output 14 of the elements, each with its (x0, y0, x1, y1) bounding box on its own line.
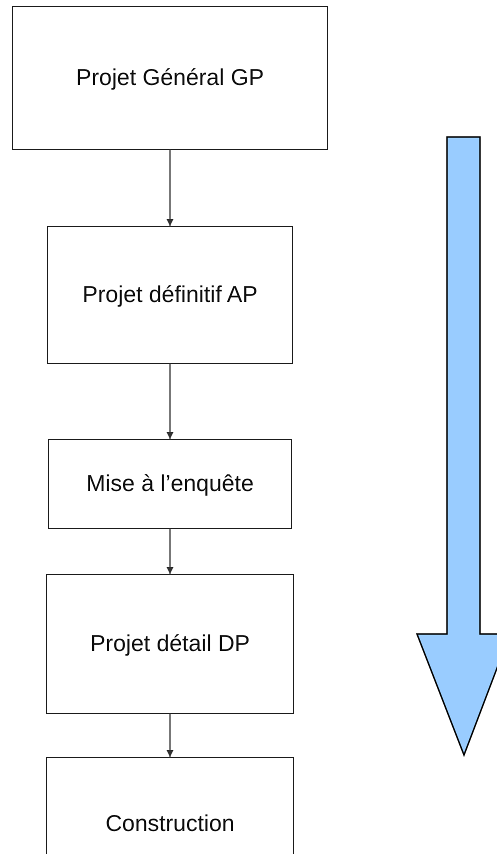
arrow (166, 150, 174, 226)
arrow (166, 529, 174, 574)
process-box (48, 439, 292, 529)
arrow (166, 364, 174, 439)
process-box (46, 757, 294, 854)
process-box (12, 6, 328, 150)
process-box (47, 226, 293, 364)
box-label: Mise à l’enquête (85, 470, 255, 498)
box-label: Projet définitif AP (81, 281, 259, 309)
process-box (46, 574, 294, 714)
box-label: Projet Général GP (75, 64, 265, 92)
box-label: Projet détail DP (89, 630, 251, 658)
box-label: Construction (104, 810, 236, 838)
arrow (166, 714, 174, 757)
